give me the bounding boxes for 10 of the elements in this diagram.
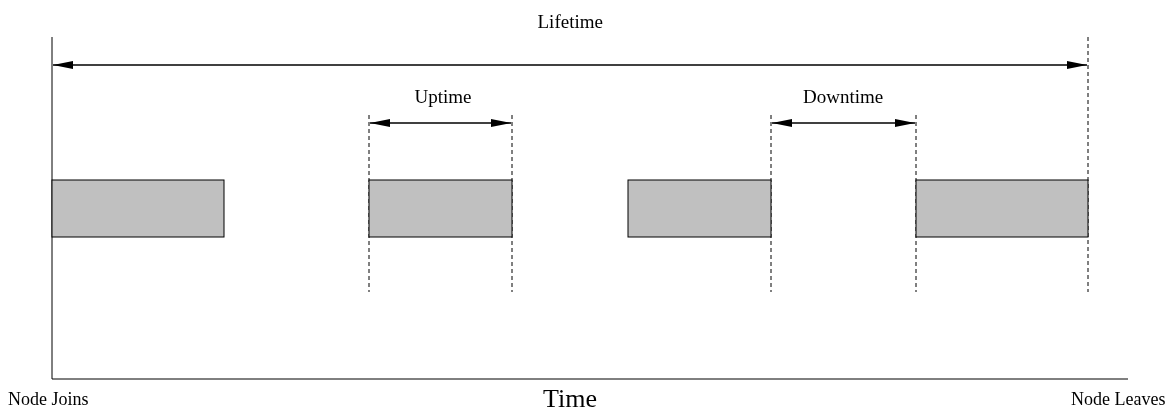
uptime-bar [915, 179, 1089, 238]
uptime-bar [51, 179, 225, 238]
uptime-bar [627, 179, 772, 238]
axis-label: Node Joins [8, 390, 89, 408]
axis-title: Time [543, 386, 597, 412]
dimension-label: Downtime [803, 87, 884, 106]
dimension-label: Lifetime [537, 12, 603, 31]
dimension-label: Uptime [414, 87, 472, 106]
axis-label: Node Leaves [1071, 390, 1166, 408]
uptime-bar [368, 179, 513, 238]
